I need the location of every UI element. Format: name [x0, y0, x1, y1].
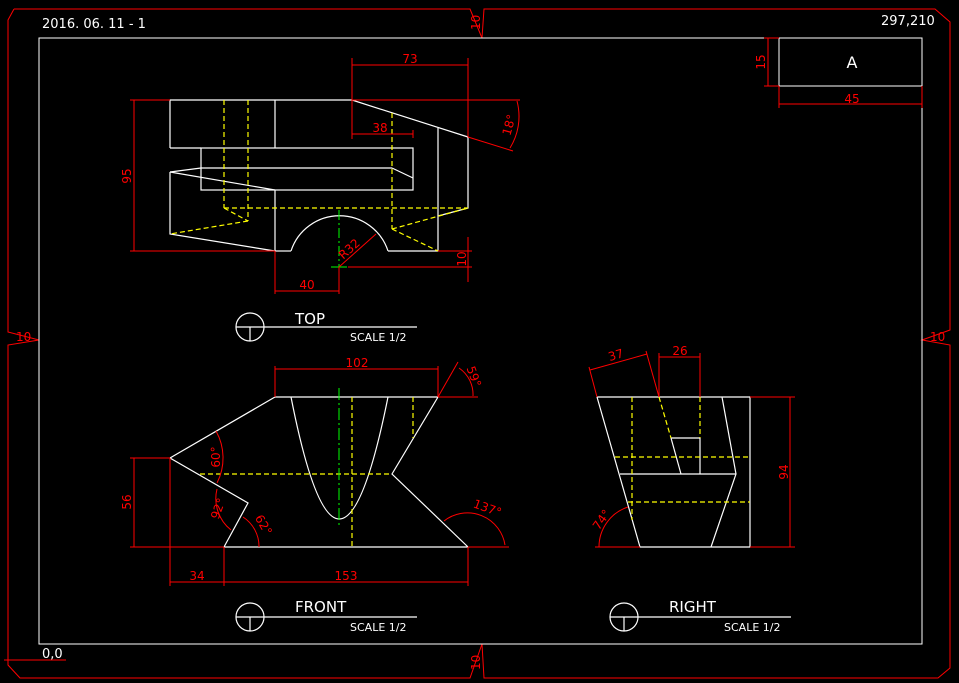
front-view-hidden-lines [200, 397, 414, 547]
front-view-title: FRONT [295, 598, 347, 616]
margin-left-label: 10 [16, 330, 31, 344]
top-view-title: TOP [294, 310, 325, 328]
dim-94: 94 [777, 464, 791, 479]
dim-angle-62: 62° [252, 512, 275, 537]
dim-95: 95 [120, 168, 134, 183]
dim-37: 37 [607, 346, 626, 364]
right-view-geometry [596, 396, 751, 548]
dim-angle-59: 59° [464, 364, 484, 389]
title-height-dim: 15 [754, 54, 768, 69]
right-view-scale: SCALE 1/2 [724, 621, 780, 634]
top-view-label: TOP SCALE 1/2 [235, 310, 417, 344]
margin-top-label: 10 [469, 15, 483, 30]
top-view-hidden-lines [169, 100, 469, 252]
sheet-size-label: 297,210 [881, 14, 935, 29]
top-view-geometry [169, 99, 469, 252]
outer-frame-top-left [14, 8, 483, 39]
right-view[interactable]: 37 26 94 74° RIGHT SCALE 1/2 [588, 344, 795, 634]
dim-40: 40 [299, 278, 314, 292]
sheet-frame: 2016. 06. 11 - 1 297,210 0,0 10 10 10 10 [4, 8, 951, 679]
dim-153: 153 [335, 569, 358, 583]
origin-label: 0,0 [42, 647, 63, 662]
drawing-border [38, 37, 923, 645]
dim-10: 10 [455, 251, 469, 266]
top-view-dimensions: 73 38 18° 95 40 R32 10 [120, 52, 520, 294]
right-view-title: RIGHT [669, 598, 717, 616]
front-view-geometry [168, 396, 470, 548]
margin-right-label: 10 [930, 330, 945, 344]
date-label: 2016. 06. 11 - 1 [42, 17, 146, 32]
dim-angle-74: 74° [590, 507, 614, 532]
top-view[interactable]: 73 38 18° 95 40 R32 10 TOP SCALE 1/2 [120, 52, 520, 344]
dim-angle-137: 137° [471, 497, 503, 520]
right-view-label: RIGHT SCALE 1/2 [609, 598, 791, 634]
dim-angle-92: 92° [208, 496, 228, 521]
dim-102: 102 [346, 356, 369, 370]
front-view-label: FRONT SCALE 1/2 [235, 598, 417, 634]
title-block: A 15 45 [754, 37, 923, 108]
front-view-scale: SCALE 1/2 [350, 621, 406, 634]
title-width-dim: 45 [844, 92, 859, 106]
right-view-hidden-lines [615, 396, 750, 520]
dim-angle-60: 60° [209, 446, 223, 467]
front-view-dimensions: 102 59° 56 60° 92° 62° 137° 34 153 [120, 356, 509, 586]
title-letter: A [847, 53, 858, 72]
dim-26: 26 [672, 344, 687, 358]
dim-38: 38 [372, 121, 387, 135]
outer-frame [7, 8, 951, 679]
dim-34: 34 [189, 569, 204, 583]
front-view[interactable]: 102 59° 56 60° 92° 62° 137° 34 153 FRONT… [120, 356, 509, 634]
dim-56: 56 [120, 494, 134, 509]
dim-r32: R32 [336, 236, 363, 262]
dim-angle-18: 18° [500, 113, 519, 137]
top-view-centerline [331, 210, 347, 275]
margin-bottom-label: 10 [469, 655, 483, 670]
right-view-dimensions: 37 26 94 74° [588, 344, 795, 548]
top-view-scale: SCALE 1/2 [350, 331, 406, 344]
dim-73: 73 [402, 52, 417, 66]
